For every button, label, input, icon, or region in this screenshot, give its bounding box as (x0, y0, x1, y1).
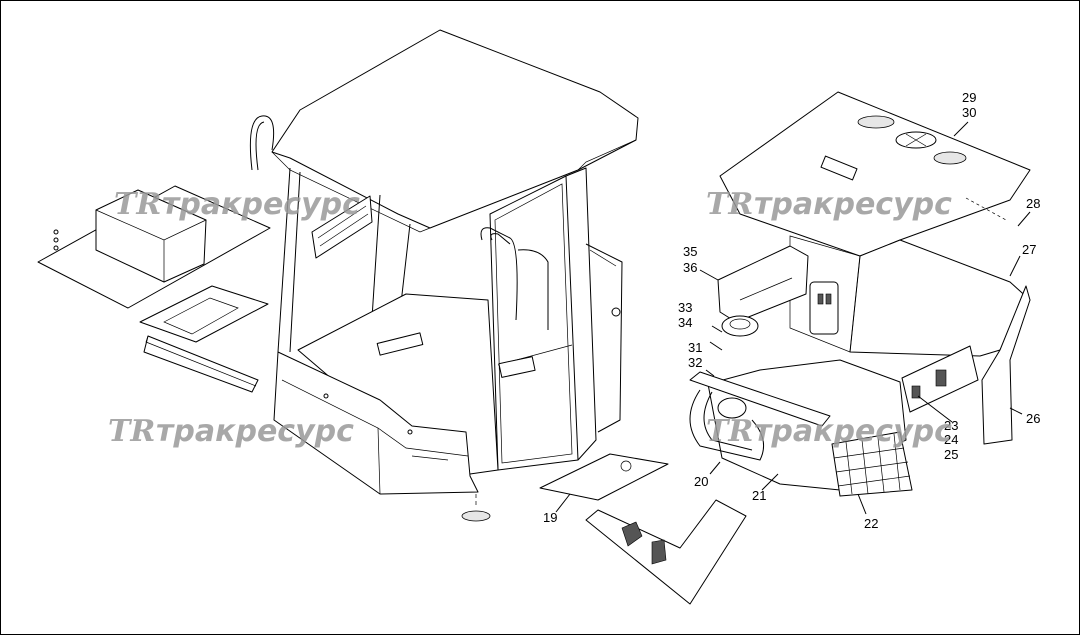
pedal-mat (585, 499, 747, 605)
callout-19: 19 (543, 510, 557, 525)
callout-35: 35 (683, 244, 697, 259)
left-loose-parts (37, 185, 271, 393)
drain-cap (461, 510, 491, 522)
control-box (95, 189, 207, 283)
callout-22: 22 (864, 516, 878, 531)
callout-31: 31 (688, 340, 702, 355)
floor-mat (539, 453, 669, 501)
watermark-text: тракресурс (162, 187, 360, 222)
watermark-bottom-left: TR тракресурс (108, 414, 354, 449)
callout-23: 23 (944, 418, 958, 433)
callout-27: 27 (1022, 242, 1036, 257)
callout-34: 34 (678, 315, 692, 330)
watermark-text: тракресурс (754, 414, 952, 449)
callout-labels: 19 20 21 22 23 24 25 26 27 28 29 30 31 3… (543, 90, 1040, 531)
side-trim (981, 285, 1031, 445)
cab-front-panel (273, 351, 479, 495)
callout-20: 20 (694, 474, 708, 489)
watermark-logo: TR (114, 187, 161, 222)
floor-cover (139, 285, 269, 343)
watermark-text: тракресурс (156, 414, 354, 449)
callout-leaders (555, 121, 1031, 515)
callout-29: 29 (962, 90, 976, 105)
callout-33: 33 (678, 300, 692, 315)
watermark-top-left: TR тракресурс (114, 187, 360, 222)
callout-36: 36 (683, 260, 697, 275)
watermark-text: тракресурс (754, 187, 952, 222)
callout-26: 26 (1026, 411, 1040, 426)
callout-24: 24 (944, 432, 958, 447)
watermark-bottom-right: TR тракресурс (706, 414, 952, 449)
watermark-logo: TR (706, 187, 753, 222)
trim-rail (689, 371, 831, 427)
callout-28: 28 (1026, 196, 1040, 211)
callout-21: 21 (752, 488, 766, 503)
duct-pipe (689, 389, 765, 461)
watermark-logo: TR (108, 414, 155, 449)
cab-door (489, 175, 579, 471)
rear-wall-panel (849, 239, 1031, 357)
callout-32: 32 (688, 355, 702, 370)
callout-25: 25 (944, 447, 958, 462)
side-console (717, 245, 809, 323)
cup-holder (721, 315, 759, 337)
watermark-logo: TR (706, 414, 753, 449)
callout-30: 30 (962, 105, 976, 120)
watermark-top-right: TR тракресурс (706, 187, 952, 222)
headliner-panel (719, 91, 1031, 257)
interior-trim-assembly (539, 91, 1031, 605)
cab-assembly (249, 29, 639, 522)
mesh-guard (831, 431, 913, 497)
